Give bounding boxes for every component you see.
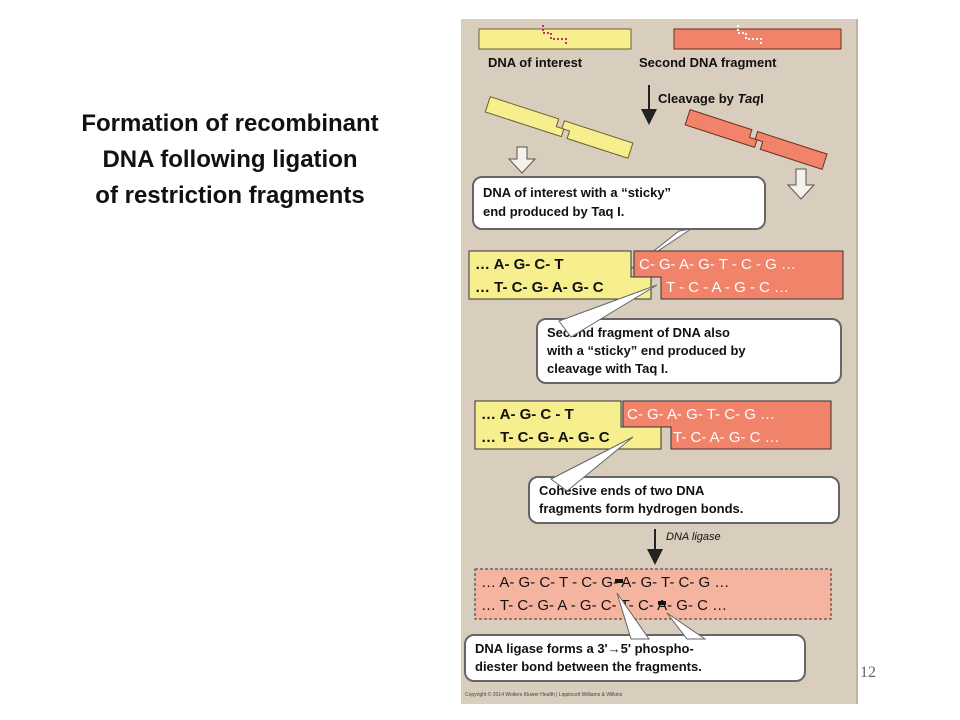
callout-dna-ligase-line-2: diester bond between the fragments. — [475, 659, 702, 674]
stage1-red-bottom-seq: T - C - A - G - C … — [666, 279, 789, 296]
stage1-yellow-bottom-seq: … T- C- G- A- G- C — [475, 279, 604, 296]
callout-sticky-end-2-line-3: cleavage with Taq I. — [547, 361, 668, 376]
cleavage-label: Cleavage by TaqI — [658, 91, 764, 106]
hollow-down-arrow-left — [507, 146, 537, 174]
stage3-top-seq: … A- G- C- T - C- G- A- G- T- C- G … — [481, 574, 729, 591]
copyright-line: Copyright © 2014 Wolters Kluwer Health |… — [465, 692, 623, 698]
hollow-down-arrow-right — [786, 168, 816, 200]
callout-pointer-3 — [550, 436, 634, 492]
stage3-bottom-seq: … T- C- G- A - G- C- T- C- A- G- C … — [481, 597, 727, 614]
figure-canvas: DNA of interest Second DNA fragment Clea… — [464, 25, 844, 682]
callout-pointer-4a — [616, 592, 650, 640]
stage1-yellow-top-seq: … A- G- C- T — [475, 256, 564, 273]
callout-pointer-2 — [558, 284, 658, 338]
title-line-1: Formation of recombinant — [81, 110, 379, 137]
stage2-red-bottom-seq: T- C- A- G- C … — [673, 429, 780, 446]
cleaved-yellow-fragment — [484, 96, 634, 159]
label-dna-of-interest: DNA of interest — [488, 55, 583, 70]
callout-cohesive-ends-line-1: Cohesive ends of two DNA — [539, 483, 705, 498]
stage2-yellow-top-seq: … A- G- C - T — [481, 406, 574, 423]
stage1-salmon-strand — [633, 250, 844, 300]
callout-sticky-end-1-line-1: DNA of interest with a “sticky” — [483, 185, 671, 200]
slide-title: Formation of recombinant DNA following l… — [20, 106, 440, 214]
phosphodiester-bond-bottom-icon — [658, 601, 666, 605]
stage2-salmon-strand — [622, 400, 832, 450]
callout-sticky-end-2-line-1: Second fragment of DNA also — [547, 325, 730, 340]
recombinant-dna-figure: DNA of interest Second DNA fragment Clea… — [461, 19, 858, 704]
cleaved-salmon-fragment — [684, 109, 828, 170]
stage1-red-top-seq: C- G- A- G- T - C - G … — [639, 256, 796, 273]
callout-sticky-end-1-line-2: end produced by Taq I. — [483, 204, 624, 219]
callout-sticky-end-1 — [472, 176, 766, 230]
callout-dna-ligase-line-1: DNA ligase forms a 3'→5' phospho- — [475, 641, 694, 656]
stage2-yellow-bottom-seq: … T- C- G- A- G- C — [481, 429, 610, 446]
dna-ligase-arrow-label: DNA ligase — [666, 531, 721, 543]
title-line-2: DNA following ligation — [102, 146, 358, 173]
dna-of-interest-site-icon — [542, 25, 567, 45]
callout-sticky-end-2 — [536, 318, 842, 384]
phosphodiester-bond-top-icon — [615, 579, 623, 583]
second-fragment-site-icon — [737, 25, 762, 45]
callout-cohesive-ends-line-2: fragments form hydrogen bonds. — [539, 501, 743, 516]
callout-sticky-end-2-line-2: with a “sticky” end produced by — [546, 343, 746, 358]
title-line-3: of restriction fragments — [95, 182, 365, 209]
page-number: 12 — [860, 664, 876, 681]
stage3-ligated-strand — [474, 568, 832, 620]
stage2-red-top-seq: C- G- A- G- T- C- G … — [627, 406, 775, 423]
callout-pointer-4b — [666, 612, 707, 640]
label-second-dna-fragment: Second DNA fragment — [639, 55, 777, 70]
callout-cohesive-ends — [528, 476, 840, 524]
